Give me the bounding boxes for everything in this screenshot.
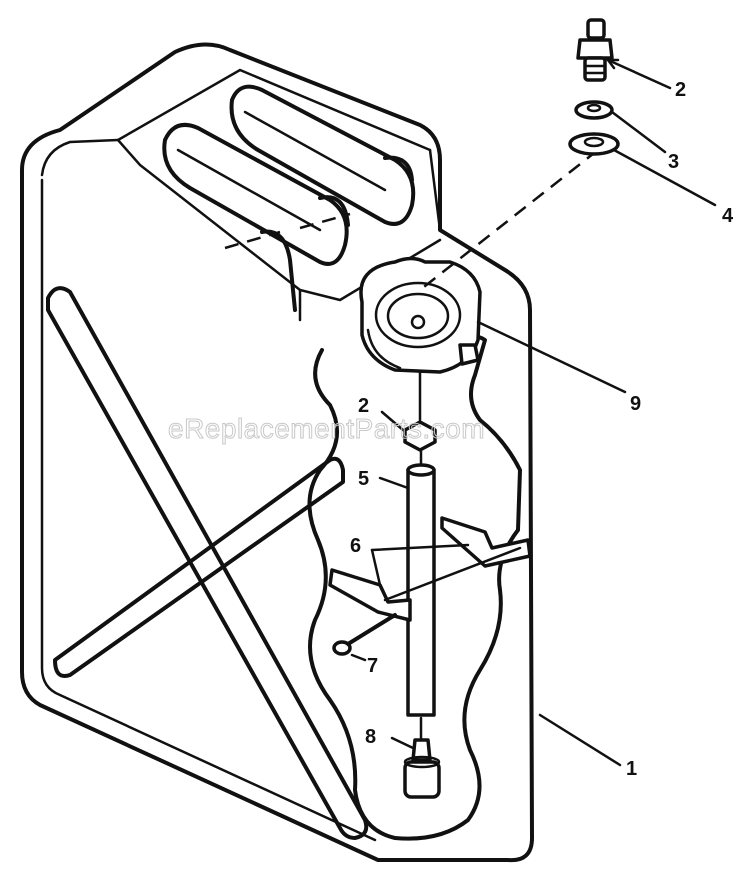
fill-cap-9 [359,256,482,374]
washer-3 [574,100,614,120]
gasket-4 [568,132,620,156]
jerry-can-body [20,42,534,863]
assembly-line-top [419,149,599,291]
fitting-2 [576,18,614,82]
nut-2 [403,370,437,452]
callout-2-fitting: 2 [675,79,686,101]
clamp-6-left [328,568,412,622]
watermark-text: eReplacementParts.com [168,413,485,444]
callout-4-gasket: 4 [722,205,734,227]
jerry-can-handles [162,84,416,312]
tube-5 [406,448,436,717]
assembly-line-left [224,230,281,250]
callout-6-clamp: 6 [350,535,361,557]
side-x-emboss [46,286,369,840]
callout-5-tube: 5 [358,468,369,490]
callout-8-filter: 8 [365,726,376,748]
callout-3-washer: 3 [668,151,679,173]
cutaway-interior [307,334,522,841]
callout-2-nut: 2 [358,395,369,417]
leader-lines [350,58,717,767]
screw-7 [332,613,397,656]
clamp-6-right [440,516,532,568]
callout-7-screw: 7 [367,655,378,677]
assembly-line-left2 [299,212,351,230]
callout-9-cap: 9 [630,393,641,415]
callout-1-can: 1 [626,758,637,780]
filter-8 [403,716,441,799]
